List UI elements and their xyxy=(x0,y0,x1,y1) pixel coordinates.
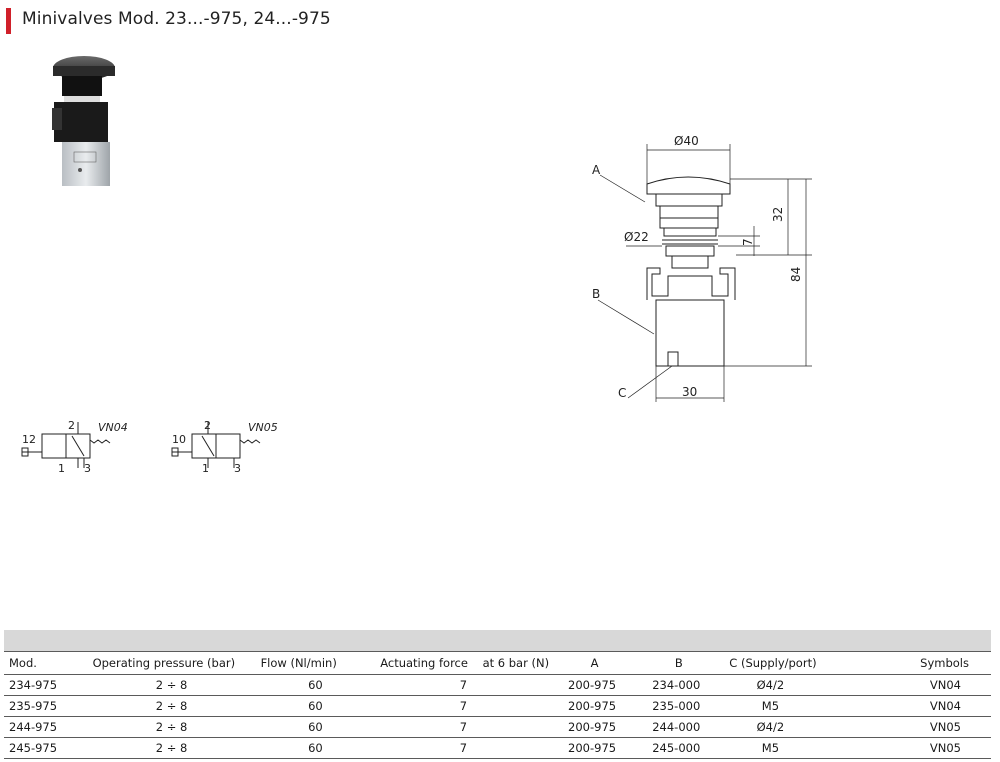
dim-d40: Ø40 xyxy=(674,134,699,148)
callout-b: B xyxy=(592,287,600,301)
table-row: 244-975 2 ÷ 8 60 7 200-975 244-000 Ø4/2 … xyxy=(4,716,991,738)
symbol-code: VN04 xyxy=(98,421,128,434)
cell-force: 7 xyxy=(375,716,552,738)
cell-a: 200-975 xyxy=(551,737,633,759)
cell-b: 234-000 xyxy=(632,674,720,696)
dim-d22: Ø22 xyxy=(624,230,649,244)
cell-mod: 245-975 xyxy=(4,737,88,759)
symbol-vn04: 12 2 1 3 VN04 xyxy=(21,419,128,475)
cell-symbol: VN04 xyxy=(820,695,991,717)
cell-mod: 234-975 xyxy=(4,674,88,696)
symbol-code: VN05 xyxy=(248,421,278,434)
spec-table: Mod. Operating pressure (bar) Flow (Nl/m… xyxy=(4,630,991,759)
dim-h7: 7 xyxy=(741,238,755,246)
cell-symbol: VN05 xyxy=(820,716,991,738)
symbol-vn05: 10 2 1 3 VN05 xyxy=(171,419,278,475)
col-header: Mod. xyxy=(4,651,88,675)
cell-pressure: 2 ÷ 8 xyxy=(87,716,256,738)
col-header: A xyxy=(551,651,633,675)
title-accent-bar xyxy=(6,8,11,34)
col-header: C (Supply/port) xyxy=(719,651,821,675)
callout-a: A xyxy=(592,163,601,177)
col-header: Operating pressure (bar) xyxy=(87,651,256,675)
cell-flow: 60 xyxy=(255,716,376,738)
col-header: Symbols xyxy=(820,651,991,675)
cell-mod: 235-975 xyxy=(4,695,88,717)
table-header-row: Mod. Operating pressure (bar) Flow (Nl/m… xyxy=(4,651,991,675)
port-label-in: 10 xyxy=(172,433,186,446)
port-label-out: 2 xyxy=(204,419,211,432)
cell-a: 200-975 xyxy=(551,695,633,717)
cell-b: 245-000 xyxy=(632,737,720,759)
cell-force: 7 xyxy=(375,695,552,717)
cell-b: 244-000 xyxy=(632,716,720,738)
cell-symbol: VN05 xyxy=(820,737,991,759)
cell-c: Ø4/2 xyxy=(719,674,821,696)
cell-flow: 60 xyxy=(255,674,376,696)
cell-pressure: 2 ÷ 8 xyxy=(87,674,256,696)
product-photo xyxy=(52,56,115,186)
cell-force: 7 xyxy=(375,674,552,696)
table-row: 234-975 2 ÷ 8 60 7 200-975 234-000 Ø4/2 … xyxy=(4,674,991,696)
col-header: B xyxy=(632,651,720,675)
table-row: 235-975 2 ÷ 8 60 7 200-975 235-000 M5 VN… xyxy=(4,695,991,717)
page-title: Minivalves Mod. 23...-975, 24...-975 xyxy=(22,9,331,29)
cell-force: 7 xyxy=(375,737,552,759)
cell-mod: 244-975 xyxy=(4,716,88,738)
port-label-in: 12 xyxy=(22,433,36,446)
cell-c: Ø4/2 xyxy=(719,716,821,738)
port-label-1: 1 xyxy=(202,462,209,475)
dim-w30: 30 xyxy=(682,385,697,399)
cell-a: 200-975 xyxy=(551,674,633,696)
cell-a: 200-975 xyxy=(551,716,633,738)
col-header: Flow (Nl/min) xyxy=(255,651,376,675)
dimension-drawing: Ø40 Ø22 32 7 84 30 A B C xyxy=(592,134,812,402)
port-label-1: 1 xyxy=(58,462,65,475)
port-label-3: 3 xyxy=(84,462,91,475)
port-label-out: 2 xyxy=(68,419,75,432)
table-row: 245-975 2 ÷ 8 60 7 200-975 245-000 M5 VN… xyxy=(4,737,991,759)
cell-flow: 60 xyxy=(255,737,376,759)
dim-h84: 84 xyxy=(789,267,803,282)
port-label-3: 3 xyxy=(234,462,241,475)
table-header-band xyxy=(4,630,991,651)
callout-c: C xyxy=(618,386,626,400)
cell-pressure: 2 ÷ 8 xyxy=(87,737,256,759)
cell-c: M5 xyxy=(719,695,821,717)
cell-pressure: 2 ÷ 8 xyxy=(87,695,256,717)
dim-h32: 32 xyxy=(771,207,785,222)
cell-flow: 60 xyxy=(255,695,376,717)
col-header-actuating: Actuating force at 6 bar (N) xyxy=(375,651,552,675)
cell-c: M5 xyxy=(719,737,821,759)
cell-symbol: VN04 xyxy=(820,674,991,696)
cell-b: 235-000 xyxy=(632,695,720,717)
